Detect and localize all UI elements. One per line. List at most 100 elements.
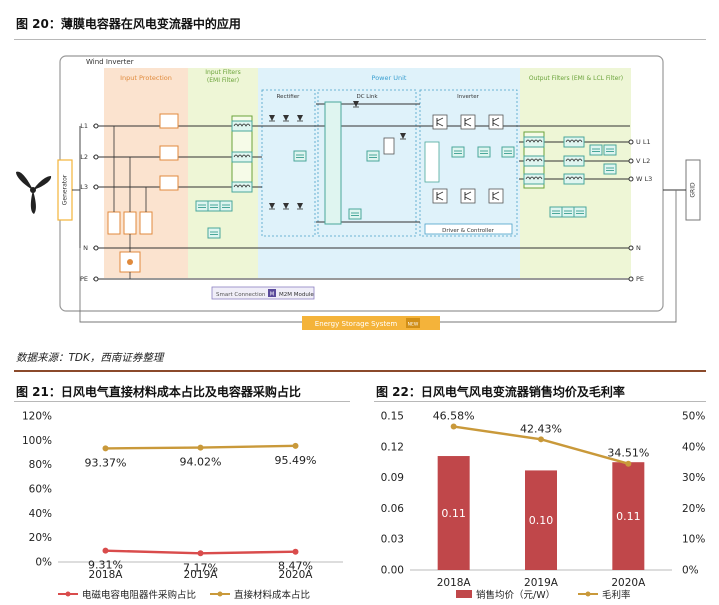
energy-storage-box <box>302 316 440 330</box>
legend-swatch-marker <box>217 591 223 597</box>
margin-label: 46.58% <box>433 410 475 423</box>
fig22-chart: 0.000.030.060.090.120.150%10%20%30%40%50… <box>381 410 706 601</box>
x-tick-label: 2019A <box>184 569 219 581</box>
rectifier-block <box>261 89 316 237</box>
m2m-icon: M <box>270 292 274 298</box>
legend-line-marker <box>585 591 591 597</box>
bar <box>437 456 470 570</box>
input-n: N <box>83 244 88 252</box>
bar <box>525 470 557 570</box>
margin-point <box>625 460 632 467</box>
y-tick-label: 60% <box>29 484 52 496</box>
output-pe: PE <box>636 275 644 283</box>
dc-link-block <box>317 89 417 237</box>
input-terminals: L1 L2 L3 N PE <box>80 122 99 283</box>
protection-wiring <box>113 126 147 279</box>
y-right-tick-label: 20% <box>682 503 705 515</box>
bar <box>612 462 645 570</box>
new-badge <box>406 318 420 328</box>
fig20-rule <box>14 39 706 40</box>
x-tick-label: 2018A <box>89 569 124 581</box>
data-point <box>292 442 299 449</box>
legend-label: 直接材料成本占比 <box>234 589 310 601</box>
y-right-tick-label: 10% <box>682 534 705 546</box>
data-label: 8.47% <box>278 560 313 573</box>
input-filters-label: Input Filters <box>205 69 240 76</box>
dc-link-components <box>324 100 407 225</box>
output-lcl-filter <box>523 131 617 218</box>
input-pe: PE <box>80 275 88 283</box>
data-point <box>102 547 109 554</box>
inverter-igbts <box>424 114 515 204</box>
inverter-block <box>419 89 518 237</box>
y-tick-label: 40% <box>29 508 52 520</box>
data-label: 95.49% <box>275 454 317 467</box>
y-tick-label: 120% <box>22 411 52 423</box>
legend-label: 电磁电容电阻器件采购占比 <box>82 589 196 601</box>
power-unit-zone <box>258 68 520 278</box>
data-label: 93.37% <box>85 456 127 469</box>
frame-label: Wind Inverter <box>86 58 134 66</box>
x-tick-label: 2018A <box>437 577 472 589</box>
data-label: 9.31% <box>88 559 123 572</box>
input-l3: L3 <box>80 183 88 191</box>
legend-line-label: 毛利率 <box>602 589 631 601</box>
legend-bar-swatch <box>456 590 472 598</box>
input-protection-label: Input Protection <box>120 74 172 82</box>
fig21-rule <box>14 401 350 402</box>
output-v-l2: V L2 <box>636 157 650 165</box>
margin-point <box>538 436 544 443</box>
input-emi-filter <box>195 115 253 239</box>
new-badge-label: NEW <box>408 322 419 328</box>
data-point <box>197 550 204 557</box>
y-tick-label: 20% <box>29 532 52 544</box>
energy-storage-label: Energy Storage System <box>315 320 398 328</box>
bar-label: 0.10 <box>529 514 554 527</box>
y-right-tick-label: 0% <box>682 565 699 577</box>
output-u-l1: U L1 <box>636 138 651 146</box>
y-left-tick-label: 0.12 <box>381 441 404 453</box>
rectifier-label: Rectifier <box>277 94 301 100</box>
margin-point <box>450 423 457 430</box>
surge-arresters <box>107 113 179 273</box>
x-tick-label: 2020A <box>611 577 646 589</box>
fig20-bottom-rule <box>14 370 706 372</box>
dc-link-label: DC Link <box>356 94 378 100</box>
y-tick-label: 0% <box>35 557 52 569</box>
driver-controller-box <box>424 223 513 235</box>
grid-label: GRID <box>690 182 697 198</box>
fig22-title: 图 22：日风电气风电变流器销售均价及毛利率 <box>376 385 625 399</box>
y-right-tick-label: 40% <box>682 441 705 453</box>
y-right-tick-label: 50% <box>682 411 705 423</box>
inverter-label: Inverter <box>457 94 480 100</box>
input-l2: L2 <box>80 153 88 161</box>
driver-controller-label: Driver & Controller <box>442 228 495 234</box>
data-label: 7.17% <box>183 561 218 574</box>
y-left-tick-label: 0.03 <box>381 534 404 546</box>
fig22-rule <box>374 401 706 402</box>
y-left-tick-label: 0.15 <box>381 411 404 423</box>
fig20-title: 图 20：薄膜电容器在风电变流器中的应用 <box>16 17 241 31</box>
margin-label: 34.51% <box>607 447 649 460</box>
y-left-tick-label: 0.06 <box>381 503 405 515</box>
m2m-label: M2M Module <box>279 292 314 298</box>
smart-connection-label: Smart Connection <box>216 292 266 298</box>
fig21-title: 图 21：日风电气直接材料成本占比及电容器采购占比 <box>16 385 301 399</box>
output-terminals: U L1 V L2 W L3 N PE <box>628 138 652 283</box>
data-point <box>102 445 109 452</box>
input-l1: L1 <box>80 122 88 130</box>
fig20-source: 数据来源：TDK，西南证券整理 <box>16 352 164 364</box>
bar-label: 0.11 <box>616 510 641 523</box>
input-protection-zone <box>104 68 188 278</box>
output-n: N <box>636 244 641 252</box>
output-filters-label: Output Filters (EMI & LCL Filter) <box>529 75 623 82</box>
legend-swatch-marker <box>65 591 71 597</box>
margin-label: 42.43% <box>520 422 562 435</box>
x-tick-label: 2020A <box>279 569 314 581</box>
data-label: 94.02% <box>180 456 222 469</box>
data-point <box>197 444 204 451</box>
y-tick-label: 80% <box>29 459 52 471</box>
y-right-tick-label: 30% <box>682 472 705 484</box>
x-tick-label: 2019A <box>524 577 559 589</box>
